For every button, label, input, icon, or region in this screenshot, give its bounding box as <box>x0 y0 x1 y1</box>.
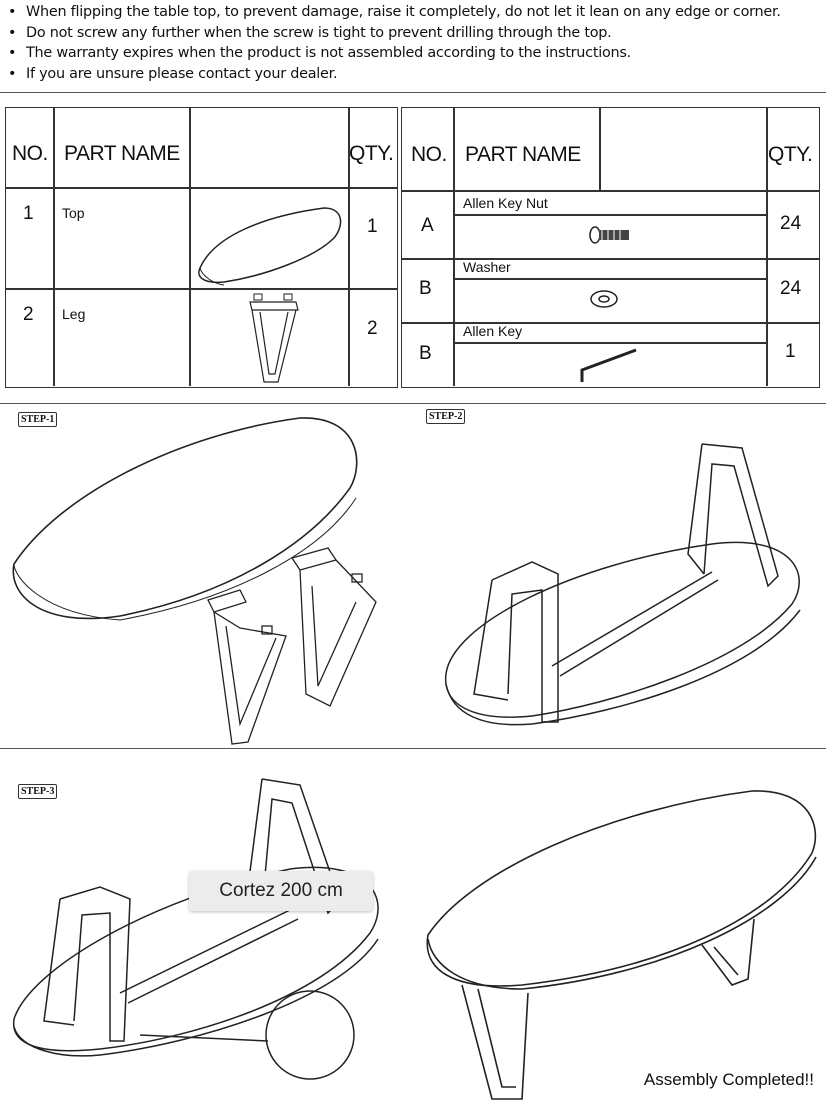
header-qty: QTY. <box>349 142 394 165</box>
part-qty: 2 <box>367 318 378 339</box>
step-2-illustration <box>444 443 801 726</box>
part-qty: 1 <box>367 216 378 237</box>
step-3-label: STEP-3 <box>18 784 58 799</box>
header-part-name: PART NAME <box>465 143 581 166</box>
header-part-name: PART NAME <box>64 142 180 165</box>
product-name-tooltip: Cortez 200 cm <box>189 871 373 911</box>
part-name: Allen Key Nut <box>463 195 548 211</box>
parts-table-right: NO. PART NAME QTY. A Allen Key Nut 24 B … <box>401 107 820 388</box>
allen-key-icon <box>580 348 637 382</box>
note-item: The warranty expires when the product is… <box>8 43 826 64</box>
part-no: 1 <box>23 203 34 224</box>
part-name: Washer <box>463 259 511 275</box>
bolt-icon <box>589 226 629 244</box>
header-no: NO. <box>12 142 48 165</box>
header-qty: QTY. <box>768 143 813 166</box>
step-2-label: STEP-2 <box>426 409 466 424</box>
part-qty: 24 <box>780 278 802 299</box>
part-name: Allen Key <box>463 323 523 339</box>
part-no: B <box>419 343 432 364</box>
washer-icon <box>590 290 618 308</box>
part-qty: 1 <box>785 341 796 362</box>
note-item: If you are unsure please contact your de… <box>8 64 826 85</box>
header-no: NO. <box>411 143 447 166</box>
warning-notes: When flipping the table top, to prevent … <box>0 0 826 93</box>
steps-row-2: STEP-3 <box>0 749 826 1102</box>
part-no: B <box>419 278 432 299</box>
parts-section: NO. PART NAME QTY. 1 Top 1 2 Leg 2 NO. <box>0 93 826 404</box>
part-qty: 24 <box>780 213 802 234</box>
parts-table-left: NO. PART NAME QTY. 1 Top 1 2 Leg 2 <box>5 107 398 388</box>
step-1-label: STEP-1 <box>18 412 58 427</box>
step-3-illustration <box>12 778 379 1080</box>
steps-row-1: STEP-1 STEP-2 <box>0 404 826 749</box>
step-1-illustration <box>12 417 377 745</box>
part-name: Top <box>62 205 85 221</box>
part-no: 2 <box>23 304 34 325</box>
completed-illustration <box>426 790 817 1100</box>
note-item: When flipping the table top, to prevent … <box>8 2 826 23</box>
table-leg-icon <box>249 293 299 383</box>
part-no: A <box>421 215 434 236</box>
table-top-icon <box>198 207 342 286</box>
note-item: Do not screw any further when the screw … <box>8 23 826 44</box>
part-name: Leg <box>62 306 86 322</box>
assembly-completed-label: Assembly Completed!! <box>643 1070 814 1089</box>
